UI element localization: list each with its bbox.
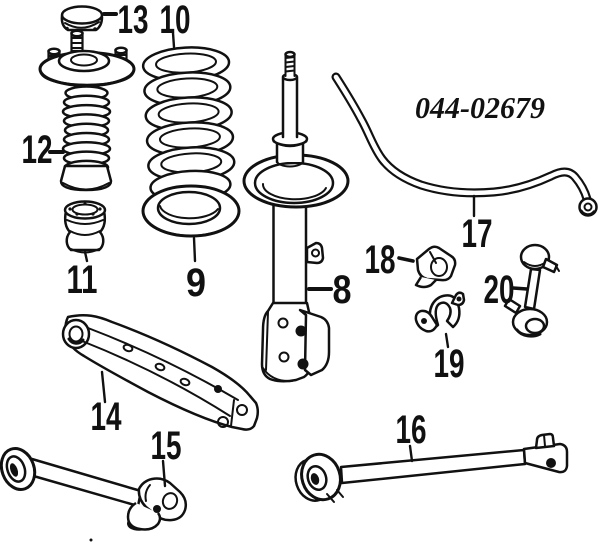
spring-seat-drawing (141, 184, 241, 263)
part-label-18: 18 (365, 238, 396, 282)
part-label-17: 17 (462, 212, 493, 256)
bump-stop-drawing (63, 200, 107, 263)
leader-line-15 (161, 459, 167, 488)
part-label-9: 9 (186, 261, 206, 305)
strut-mount-drawing (38, 29, 136, 192)
part-label-16: 16 (396, 408, 427, 452)
coil-spring-drawing (141, 31, 236, 203)
stabilizer-bracket-drawing (414, 291, 466, 349)
strut-drawing (242, 50, 350, 383)
lateral-rod-rear-drawing (294, 432, 569, 503)
lateral-rod-front-drawing (0, 447, 188, 531)
part-label-20: 20 (484, 268, 515, 312)
leader-line-19 (444, 332, 450, 349)
leader-line-14 (100, 370, 107, 404)
crossmember-drawing (61, 313, 260, 431)
leader-line-10 (171, 31, 176, 49)
part-label-8: 8 (333, 268, 352, 312)
leader-line-20 (511, 286, 529, 291)
leader-line-9 (192, 236, 197, 263)
part-label-12: 12 (22, 128, 53, 172)
leader-line-18 (397, 256, 415, 263)
stabilizer-bar-drawing (331, 72, 598, 218)
dust-boot-bellows (61, 85, 112, 176)
part-label-14: 14 (91, 395, 123, 439)
leader-line-16 (408, 444, 414, 463)
part-label-11: 11 (67, 258, 98, 302)
stabilizer-bushing-drawing (397, 245, 457, 289)
stabilizer-link-drawing (503, 243, 560, 338)
part-label-19: 19 (434, 342, 465, 386)
part-label-15: 15 (151, 424, 182, 468)
catalog-code: 044-02679 (415, 90, 545, 125)
leader-line-11 (83, 250, 89, 263)
part-label-13: 13 (118, 0, 149, 42)
cap-part-drawing (60, 5, 118, 32)
part-label-10: 10 (160, 0, 191, 42)
stray-dot (89, 538, 93, 542)
